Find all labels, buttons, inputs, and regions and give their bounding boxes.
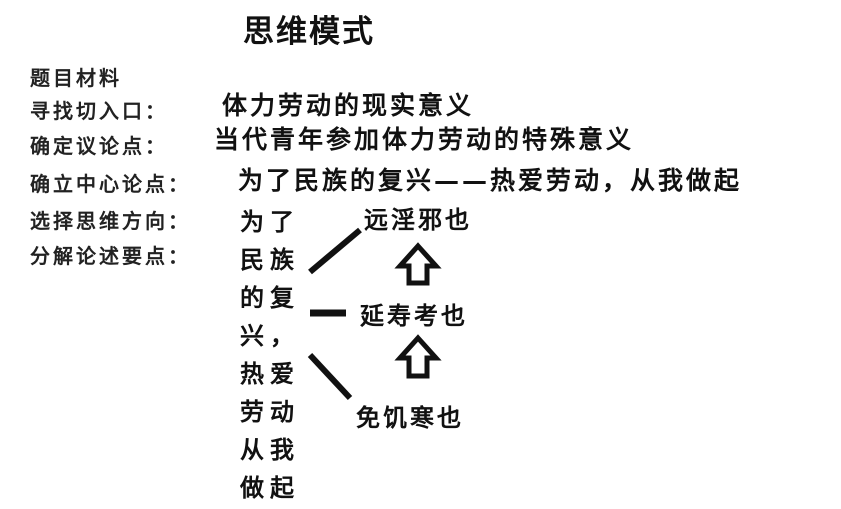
center-column-line-5: 热爱	[240, 359, 300, 388]
center-column-line-3: 的复	[240, 283, 300, 312]
page-title: 思维模式	[243, 14, 375, 50]
row-value-central-thesis: 为了民族的复兴——热爱劳动，从我做起	[238, 166, 743, 195]
up-arrow-icon	[394, 334, 442, 379]
center-column-line-4: 兴，	[240, 321, 300, 350]
center-column-line-6: 劳动	[240, 397, 300, 426]
up-arrow-icon	[394, 242, 442, 286]
row-label-key-points: 分解论述要点：	[30, 244, 191, 268]
center-column-line-2: 民族	[240, 245, 300, 274]
connector-line-bottom	[307, 352, 353, 401]
branch-node-middle: 延寿考也	[360, 301, 468, 330]
row-label-argument-point: 确定议论点：	[30, 134, 168, 158]
row-label-central-thesis: 确立中心论点：	[30, 172, 191, 196]
branch-node-top: 远淫邪也	[364, 205, 472, 234]
center-column-line-1: 为了	[240, 207, 300, 236]
row-value-argument-point: 当代青年参加体力劳动的特殊意义	[214, 125, 635, 154]
row-value-entry-point: 体力劳动的现实意义	[222, 91, 475, 120]
center-column-line-7: 从我	[240, 435, 300, 464]
row-label-topic-material: 题目材料	[30, 66, 122, 90]
connector-line-top	[308, 227, 362, 275]
center-column-line-8: 做起	[240, 473, 300, 502]
row-label-thinking-direction: 选择思维方向：	[30, 209, 191, 233]
branch-node-bottom: 免饥寒也	[356, 403, 464, 432]
row-label-entry-point: 寻找切入口：	[30, 99, 168, 123]
